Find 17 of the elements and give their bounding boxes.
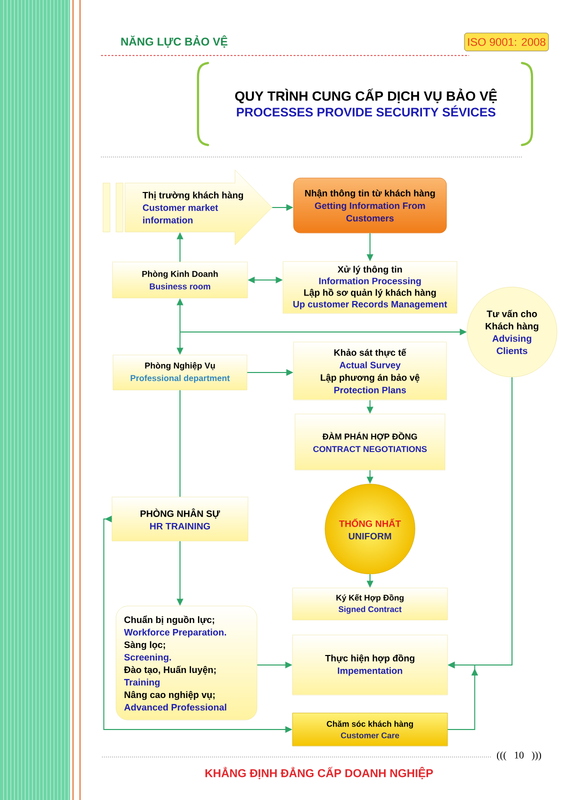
process-box: Phòng Kinh Doanh Business room (112, 262, 248, 298)
process-box: ĐÀM PHÁN HỢP ĐỒNG CONTRACT NEGOTIATIONS (294, 414, 446, 470)
process-box: Thực hiện hợp đồng Impementation (292, 634, 448, 696)
subtitle: PROCESSES PROVIDE SECURITY SÉVICES (236, 105, 496, 117)
process-box: Nhận thông tin từ khách hàng Getting Information From Customers (293, 178, 447, 234)
process-box: Chăm sóc khách hàng Customer Care (292, 712, 448, 746)
process-box: Ký Kết Hợp Đồng Signed Contract (292, 588, 448, 620)
title: QUY TRÌNH CUNG CẤP DỊCH VỤ BẢO VỆ (235, 88, 497, 104)
process-box: Xử lý thông tin Information Processing Lập hồ sơ quản lý khách hàng Up customer Records Management (282, 261, 458, 314)
footer-text: KHẲNG ĐỊNH ĐẲNG CẤP DOANH NGHIỆP (205, 766, 433, 780)
page-number: ((( 10 ))) (496, 751, 542, 761)
process-box: Phòng Nghiệp Vụ Professional department (112, 354, 248, 390)
header-text: NĂNG LỰC BẢO VỆ (121, 35, 228, 48)
process-box: Khảo sát thực tế Actual Survey Lập phương án bảo vệ Protection Plans (293, 342, 447, 400)
rounded-box: Chuẩn bị nguồn lực; Workforce Preparation. Sàng lọc; Screening. Đào tạo, Huấn luyện; Training Nâng cao nghiệp vụ; Advanced Professional (116, 606, 258, 720)
process-box: PHÒNG NHÂN SỰ HR TRAINING (112, 496, 248, 542)
badge: ISO 9001: 2008 (464, 32, 549, 52)
